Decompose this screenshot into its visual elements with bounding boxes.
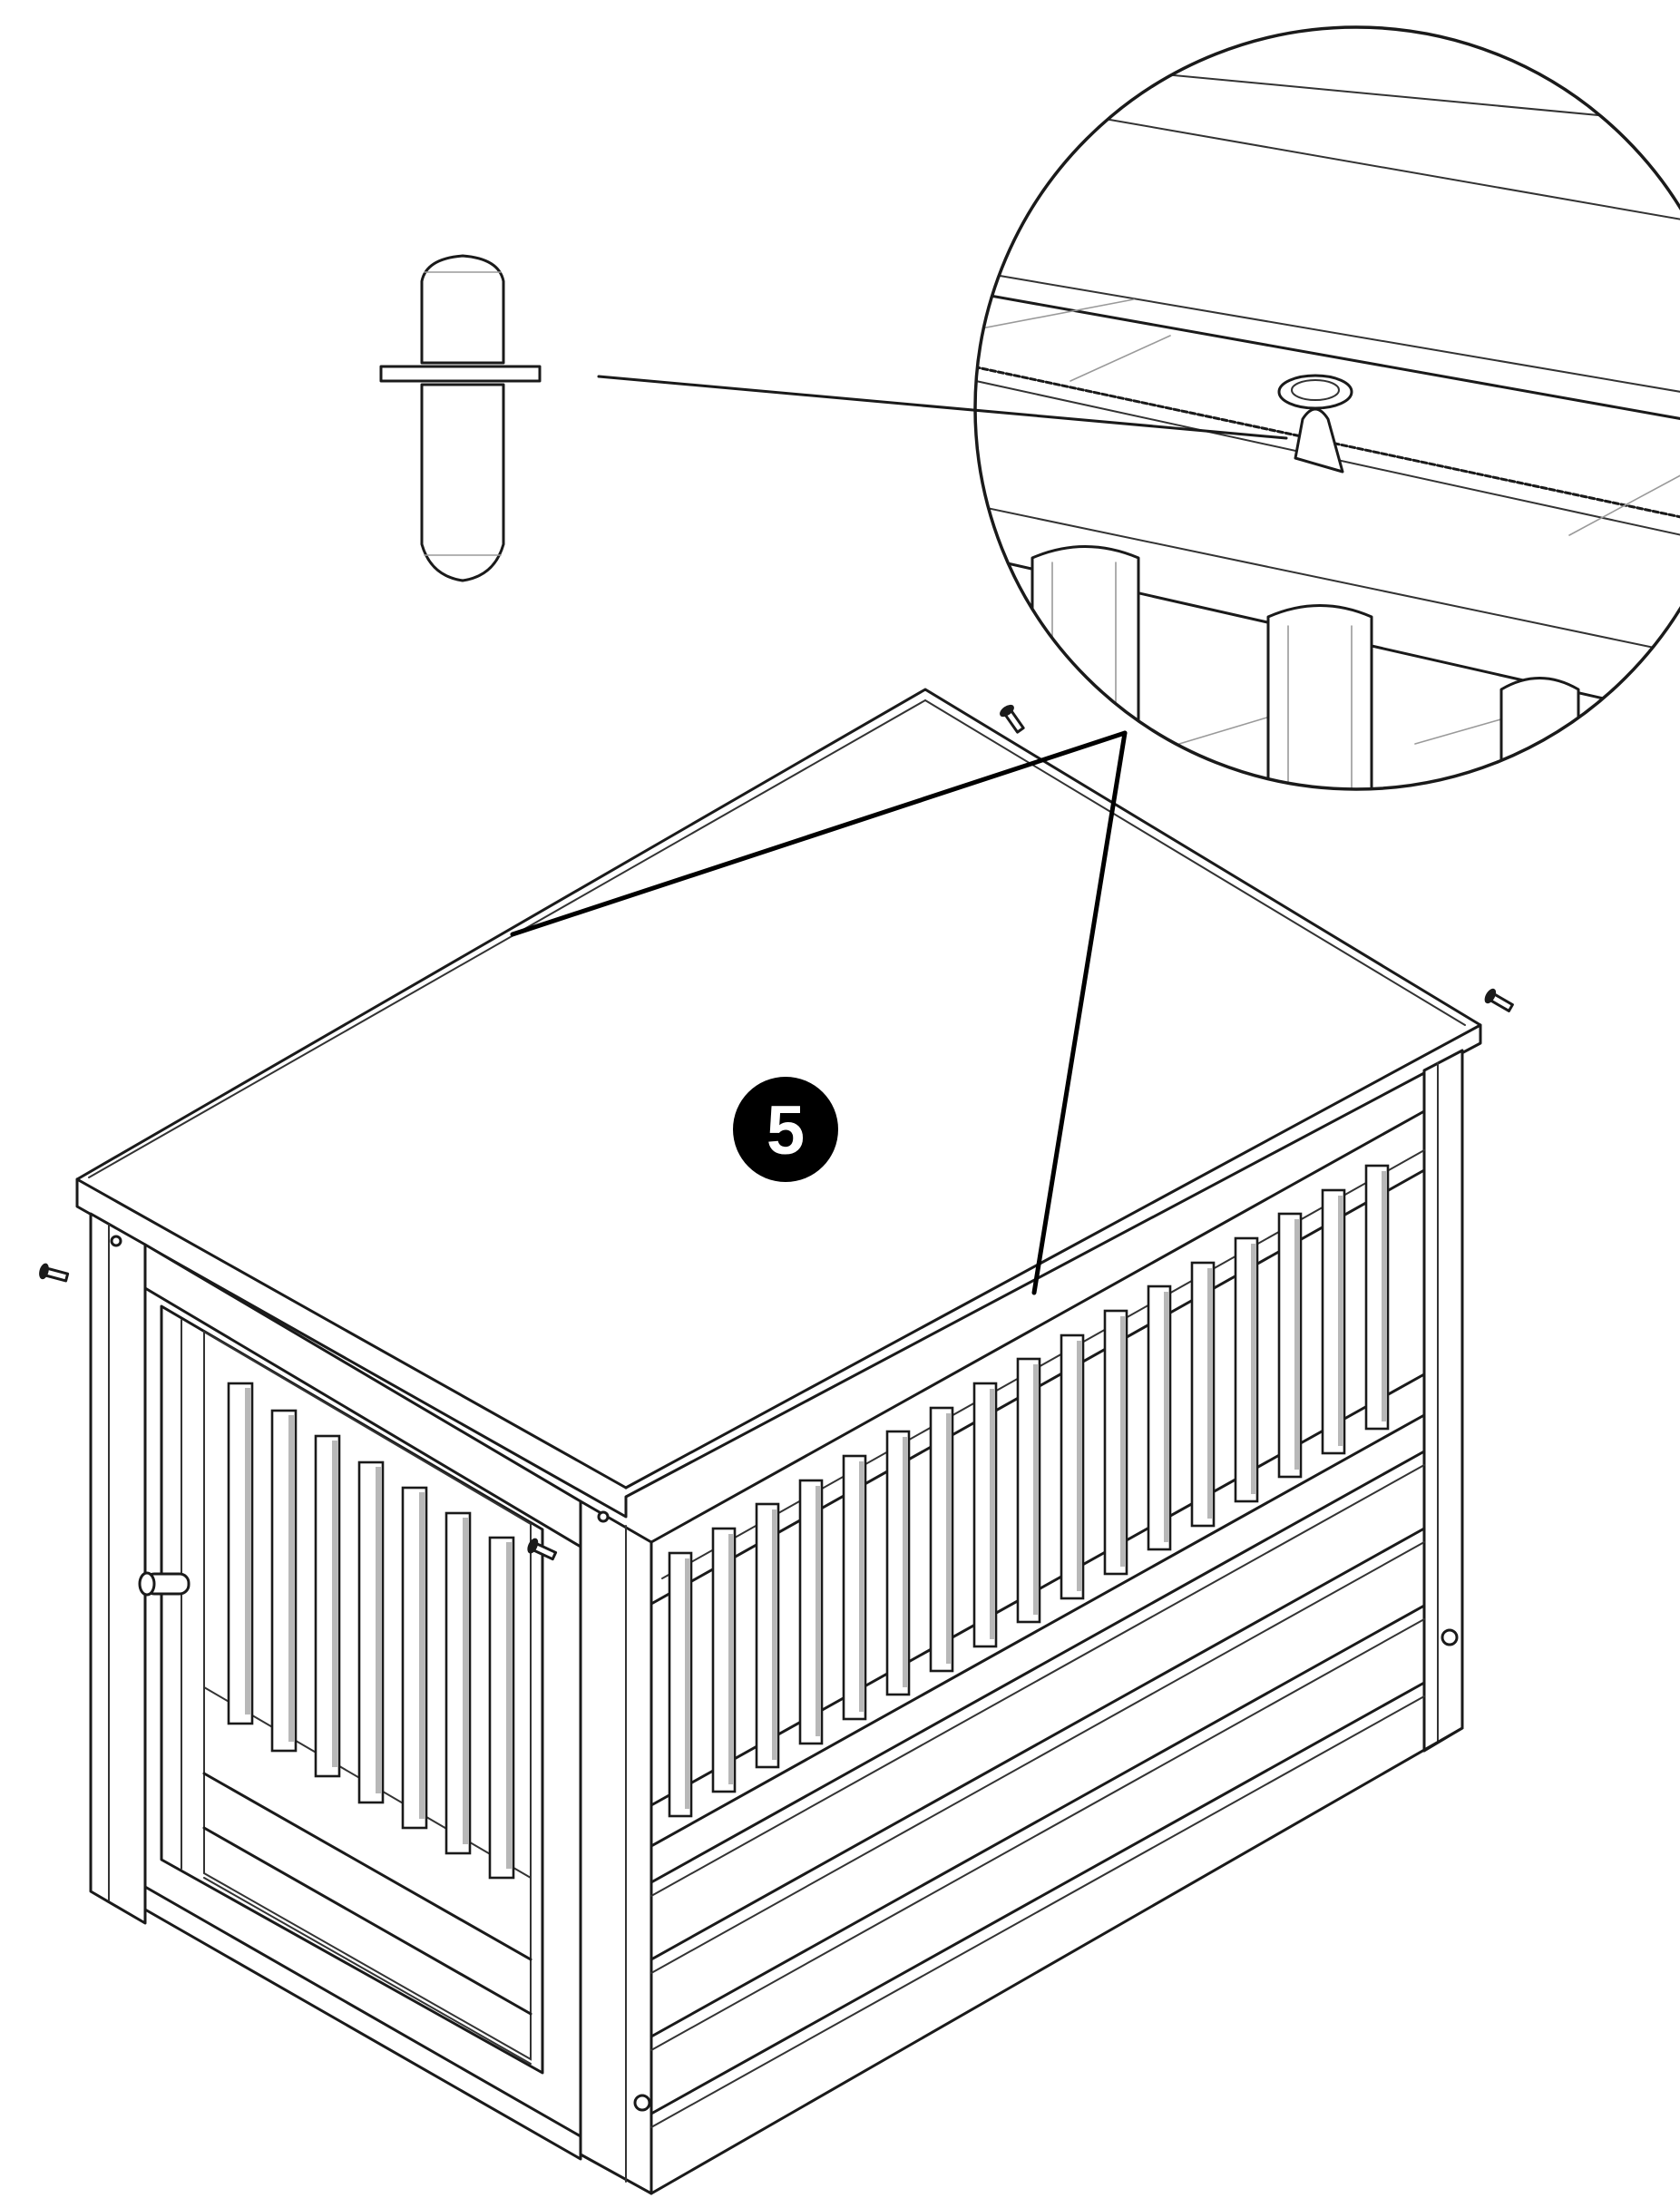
door-bars	[227, 1382, 515, 1880]
screw-icon	[39, 704, 1514, 1561]
step-number: 5	[767, 1092, 805, 1169]
step-number-badge: 5	[733, 1077, 838, 1182]
callout-lines	[510, 730, 1128, 1295]
detail-magnifier	[973, 25, 1680, 791]
leader-line-pin	[597, 375, 1288, 440]
side-bars	[668, 1164, 1390, 1818]
crate-icon	[75, 688, 1482, 2195]
pin-icon	[379, 254, 542, 582]
